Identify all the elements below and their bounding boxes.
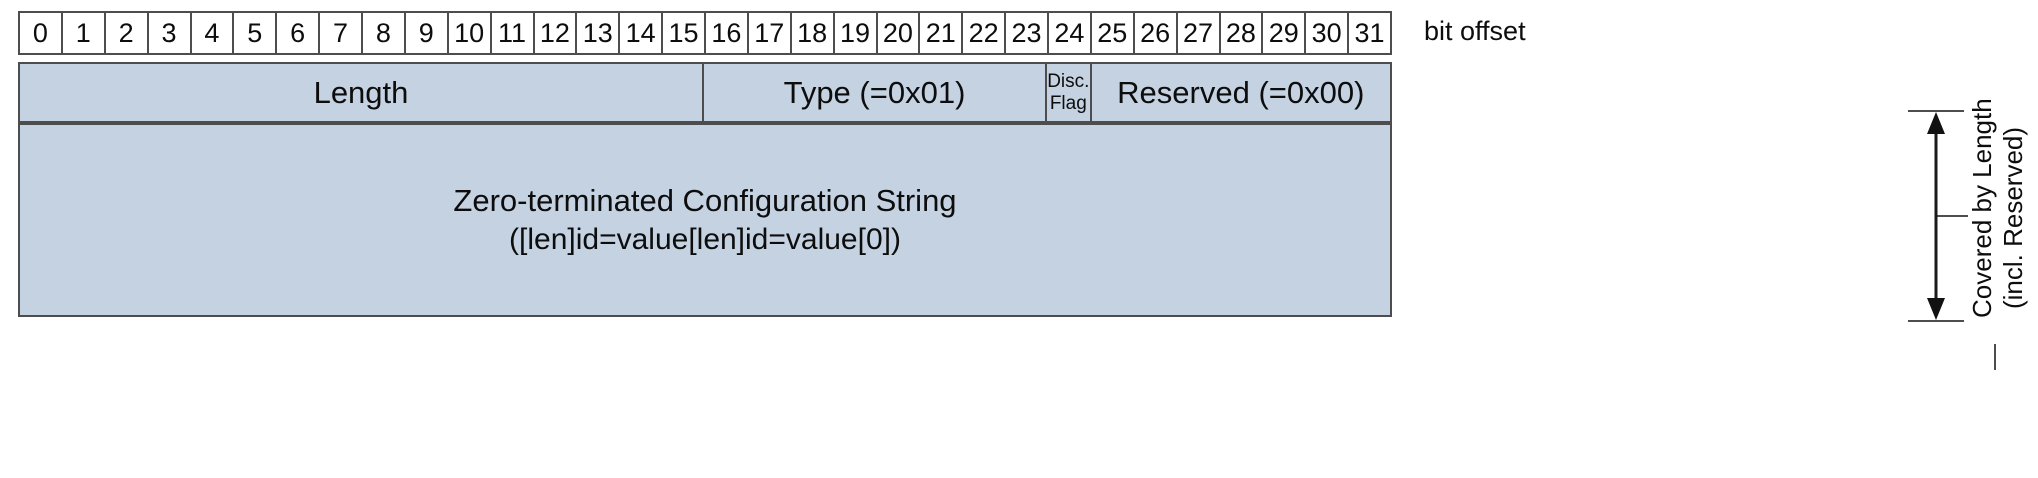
payload-block: Zero-terminated Configuration String ([l… [18, 123, 1392, 317]
covered-by-length-caption: Covered by Length (incl. Reserved) [1905, 98, 2038, 318]
bit-offset-cell: 14 [620, 13, 664, 53]
bit-offset-cell: 16 [706, 13, 749, 53]
bit-offset-cell: 27 [1177, 13, 1221, 53]
bit-offset-cell: 6 [277, 13, 321, 53]
bit-offset-cell: 20 [877, 13, 921, 53]
field-length: Length [20, 64, 704, 121]
bit-offset-cell: 26 [1134, 13, 1178, 53]
bit-offset-label: bit offset [1424, 16, 1526, 46]
bit-offset-cell: 3 [148, 13, 192, 53]
bit-offset-cell: 22 [963, 13, 1007, 53]
field-disc-flag-label-line1: Disc. [1047, 71, 1090, 93]
field-disc-flag: Disc. Flag [1047, 64, 1092, 121]
bit-offset-cell: 18 [791, 13, 835, 53]
covered-by-length-caption-line1: Covered by Length [1967, 98, 1997, 318]
bit-offset-cell: 9 [405, 13, 449, 53]
caption-tail-tick [1994, 344, 1996, 370]
bit-offset-cell: 5 [234, 13, 278, 53]
bit-offset-cell: 12 [534, 13, 578, 53]
bit-offset-cell: 30 [1306, 13, 1350, 53]
bit-offset-cell: 21 [920, 13, 964, 53]
bit-offset-cell: 13 [577, 13, 621, 53]
field-length-label: Length [313, 74, 409, 110]
bit-offset-cell: 15 [663, 13, 706, 53]
field-disc-flag-label-line2: Flag [1049, 92, 1087, 114]
bit-offset-cell: 8 [363, 13, 406, 53]
bit-offset-cell: 25 [1091, 13, 1135, 53]
bit-offset-cell: 10 [448, 13, 492, 53]
covered-by-length-caption-line2: (incl. Reserved) [1998, 126, 2029, 310]
payload-label-line1: Zero-terminated Configuration String [453, 182, 957, 218]
payload-label-line2: ([len]id=value[len]id=value[0]) [509, 222, 901, 256]
field-type: Type (=0x01) [704, 64, 1047, 121]
field-reserved-label: Reserved (=0x00) [1117, 74, 1365, 110]
field-reserved: Reserved (=0x00) [1091, 64, 1390, 121]
covered-by-length-bracket [1906, 108, 1968, 324]
bit-offset-cell: 17 [748, 13, 792, 53]
field-type-label: Type (=0x01) [783, 74, 966, 110]
bit-offset-cell: 29 [1263, 13, 1307, 53]
bit-offset-cell: 28 [1220, 13, 1264, 53]
header-field-row: Length Type (=0x01) Disc. Flag Reserved … [18, 62, 1392, 123]
bit-offset-cell: 31 [1349, 13, 1390, 53]
bit-offset-cell: 11 [491, 13, 535, 53]
bit-offset-cell: 1 [62, 13, 106, 53]
bit-offset-cell: 19 [834, 13, 878, 53]
bit-offset-ruler: 0 1 2 3 4 5 6 7 8 9 10 11 12 13 14 15 16… [18, 11, 1392, 55]
bit-offset-cell: 24 [1049, 13, 1092, 53]
bit-offset-cell: 7 [320, 13, 363, 53]
bit-offset-cell: 23 [1006, 13, 1049, 53]
bit-offset-cell: 2 [105, 13, 149, 53]
bit-offset-cell: 0 [20, 13, 63, 53]
bit-offset-cell: 4 [191, 13, 235, 53]
